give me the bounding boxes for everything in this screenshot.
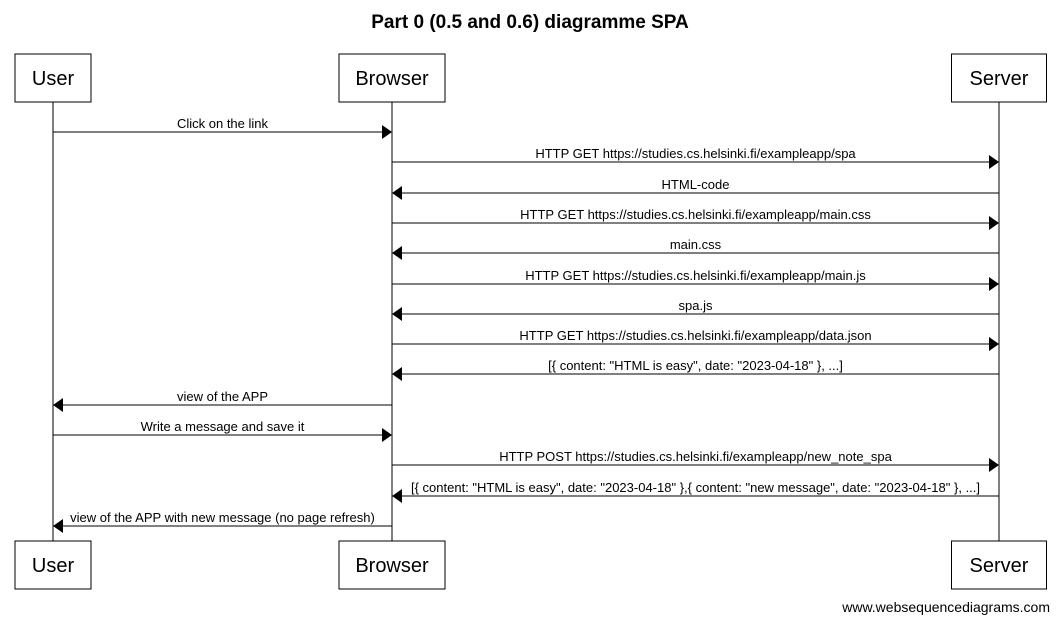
message-label: spa.js: [679, 298, 713, 313]
participant-label: Server: [970, 68, 1029, 90]
message-label: HTML-code: [662, 177, 730, 192]
participant-label: Browser: [355, 555, 429, 577]
arrowhead-icon: [392, 307, 402, 321]
message-6: HTTP GET https://studies.cs.helsinki.fi/…: [392, 268, 999, 291]
message-4: HTTP GET https://studies.cs.helsinki.fi/…: [392, 207, 999, 230]
message-5: main.css: [392, 237, 999, 260]
watermark: www.websequencediagrams.com: [842, 599, 1050, 615]
message-11: Write a message and save it: [53, 419, 392, 442]
message-14: view of the APP with new message (no pag…: [53, 510, 392, 533]
message-10: view of the APP: [53, 389, 392, 412]
message-label: HTTP GET https://studies.cs.helsinki.fi/…: [519, 328, 871, 343]
participant-label: Server: [970, 555, 1029, 577]
message-label: HTTP GET https://studies.cs.helsinki.fi/…: [535, 146, 856, 161]
message-1: Click on the link: [53, 116, 392, 139]
message-13: [{ content: "HTML is easy", date: "2023-…: [392, 480, 999, 503]
arrowhead-icon: [53, 519, 63, 533]
participant-box: [951, 540, 1047, 590]
arrowhead-icon: [392, 367, 402, 381]
participant-browser-top: Browser: [338, 53, 446, 103]
arrowhead-icon: [392, 186, 402, 200]
diagram-title: Part 0 (0.5 and 0.6) diagramme SPA: [371, 12, 689, 33]
participant-server-top: Server: [951, 53, 1047, 103]
participant-user-top: User: [14, 53, 92, 103]
message-label: HTTP POST https://studies.cs.helsinki.fi…: [499, 449, 892, 464]
participant-label: User: [32, 555, 75, 577]
message-3: HTML-code: [392, 177, 999, 200]
arrowhead-icon: [989, 337, 999, 351]
message-label: view of the APP with new message (no pag…: [70, 510, 375, 525]
message-9: [{ content: "HTML is easy", date: "2023-…: [392, 358, 999, 381]
arrowhead-icon: [53, 398, 63, 412]
participant-browser-bottom: Browser: [338, 540, 446, 590]
message-8: HTTP GET https://studies.cs.helsinki.fi/…: [392, 328, 999, 351]
message-label: Write a message and save it: [141, 419, 305, 434]
arrowhead-icon: [382, 125, 392, 139]
lifelines: [52, 102, 1000, 541]
arrowhead-icon: [989, 155, 999, 169]
arrowhead-icon: [392, 489, 402, 503]
participant-server-bottom: Server: [951, 540, 1047, 590]
arrowhead-icon: [989, 216, 999, 230]
message-label: Click on the link: [177, 116, 269, 131]
arrowhead-icon: [989, 458, 999, 472]
message-12: HTTP POST https://studies.cs.helsinki.fi…: [392, 449, 999, 472]
arrowhead-icon: [382, 428, 392, 442]
message-label: main.css: [670, 237, 722, 252]
participant-box: [951, 53, 1047, 103]
message-7: spa.js: [392, 298, 999, 321]
participant-box: [338, 540, 446, 590]
participant-user-bottom: User: [14, 540, 92, 590]
participant-label: Browser: [355, 68, 429, 90]
participant-box: [338, 53, 446, 103]
message-label: [{ content: "HTML is easy", date: "2023-…: [411, 480, 980, 495]
message-label: [{ content: "HTML is easy", date: "2023-…: [548, 358, 843, 373]
message-label: HTTP GET https://studies.cs.helsinki.fi/…: [520, 207, 871, 222]
arrowhead-icon: [392, 246, 402, 260]
arrowhead-icon: [989, 277, 999, 291]
message-label: HTTP GET https://studies.cs.helsinki.fi/…: [525, 268, 866, 283]
message-2: HTTP GET https://studies.cs.helsinki.fi/…: [392, 146, 999, 169]
message-label: view of the APP: [177, 389, 268, 404]
participant-box: [14, 53, 92, 103]
participant-label: User: [32, 68, 75, 90]
participant-box: [14, 540, 92, 590]
